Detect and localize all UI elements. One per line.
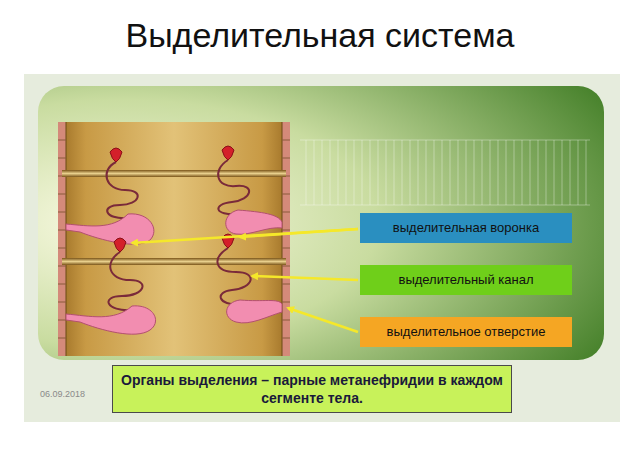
background-pattern	[300, 140, 590, 205]
summary-box: Органы выделения – парные метанефридии в…	[112, 365, 512, 413]
slide-frame	[24, 74, 620, 422]
box-text: выделительное отверстие	[387, 324, 546, 341]
box-text: выделительная воронка	[393, 220, 539, 237]
label-box: выделительный канал	[360, 265, 572, 295]
slide-title: Выделительная система	[0, 16, 640, 55]
worm-body	[58, 122, 290, 356]
green-panel	[38, 86, 604, 360]
date-label: 06.09.2018	[40, 389, 85, 399]
nephrostome-funnels	[110, 146, 234, 252]
nephridium-bladders	[66, 210, 282, 334]
label-box: выделительное отверстие	[360, 317, 572, 347]
box-text: Органы выделения – парные метанефридии в…	[121, 371, 503, 407]
leader-arrows	[132, 229, 358, 332]
box-text: выделительный канал	[398, 272, 533, 289]
label-box: выделительная воронка	[360, 213, 572, 243]
